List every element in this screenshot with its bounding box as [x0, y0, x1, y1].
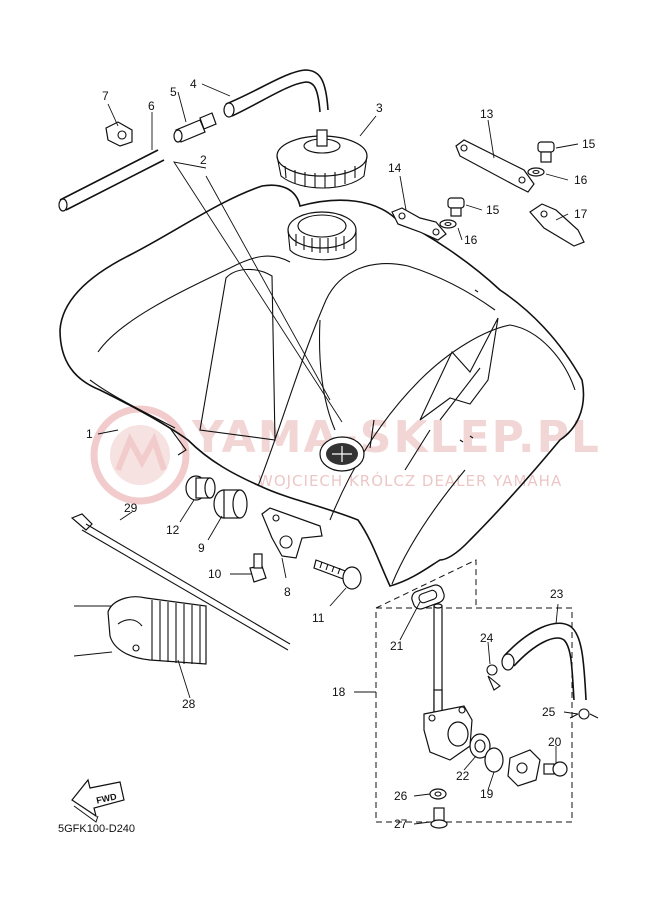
watermark-subtitle: WOJCIECH KRÓLCZ DEALER YAMAHA	[258, 471, 562, 490]
washer-26	[429, 788, 447, 800]
callout-3: 3	[376, 101, 383, 115]
bolt-15a	[537, 141, 555, 163]
fwd-label: FWD	[95, 791, 118, 805]
fuel-cock-21	[423, 603, 473, 761]
hose-pipe	[58, 149, 165, 212]
diagram-code: 5GFK100-D240	[58, 823, 135, 835]
hose-joint	[173, 112, 217, 143]
bracket-13	[455, 139, 535, 193]
callout-7: 7	[102, 89, 109, 103]
callout-2: 2	[200, 153, 207, 167]
fuel-hose-23	[501, 622, 587, 701]
callout-8: 8	[284, 585, 291, 599]
callout-27: 27	[394, 817, 408, 831]
bolt-27	[430, 807, 448, 829]
callout-19: 19	[480, 787, 494, 801]
callout-13: 13	[480, 107, 494, 121]
callout-9: 9	[198, 541, 205, 555]
callout-28: 28	[182, 697, 196, 711]
callout-16b: 16	[464, 233, 478, 247]
clip-24	[486, 664, 501, 691]
bracket-8	[261, 507, 323, 559]
callout-22: 22	[456, 769, 470, 783]
callout-23: 23	[550, 587, 564, 601]
callout-29: 29	[124, 501, 138, 515]
fuel-cock-assembly-box	[375, 607, 573, 823]
protector-28	[107, 596, 207, 665]
o-ring-19	[484, 747, 504, 773]
callout-14: 14	[388, 161, 402, 175]
cable-band	[70, 513, 291, 651]
callout-18: 18	[332, 685, 346, 699]
callout-26: 26	[394, 789, 408, 803]
fwd-arrow-icon: FWD	[71, 778, 125, 823]
cover-20	[507, 749, 541, 787]
bolt-10	[249, 553, 267, 583]
grommet-12	[185, 475, 216, 501]
filler-neck	[287, 211, 357, 249]
fuel-tank	[59, 184, 585, 587]
bracket-17	[529, 203, 585, 247]
callouts: 1 2 3 4 5 6 7 8 9 10 11 12 13 14 15 15 1…	[86, 77, 596, 831]
clip-25	[569, 708, 599, 720]
callout-16a: 16	[574, 173, 588, 187]
callout-15a: 15	[582, 137, 596, 151]
fuel-cap	[276, 129, 368, 189]
callout-5: 5	[170, 85, 177, 99]
callout-11: 11	[312, 611, 325, 625]
washer-16b	[439, 219, 457, 229]
callout-10: 10	[208, 567, 222, 581]
bolt-15b	[447, 197, 465, 217]
callout-6: 6	[148, 99, 155, 113]
callout-12: 12	[166, 523, 180, 537]
bracket-14	[391, 207, 447, 241]
callout-1: 1	[86, 427, 93, 441]
watermark-logo	[90, 405, 190, 505]
washer-16a	[527, 167, 545, 177]
callout-15b: 15	[486, 203, 500, 217]
callout-4: 4	[190, 77, 197, 91]
screw-20	[543, 761, 568, 777]
hose-clip	[105, 121, 133, 147]
damper-9	[213, 489, 248, 519]
leader-lines	[73, 83, 579, 825]
filter-22	[469, 733, 491, 759]
callout-21: 21	[390, 639, 404, 653]
bolt-11	[313, 559, 362, 590]
breather-hose	[223, 69, 329, 118]
callout-20: 20	[548, 735, 562, 749]
callout-24: 24	[480, 631, 494, 645]
callout-17: 17	[574, 207, 588, 221]
callout-25: 25	[542, 705, 556, 719]
